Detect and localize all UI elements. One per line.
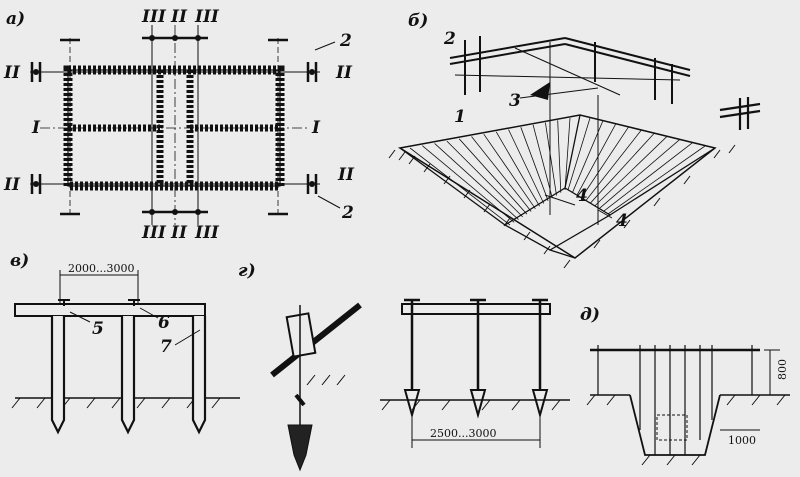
callout-7: 7 xyxy=(160,337,172,357)
ground-hatch-v xyxy=(11,397,221,409)
board-v xyxy=(14,303,206,317)
callout-4b-b: 4 xyxy=(616,211,628,231)
panel-label-v: в) xyxy=(10,251,29,271)
dimension-base-width: 2500...3000 xyxy=(430,427,496,440)
axis-label-II-left-bottom: II xyxy=(3,175,21,195)
axis-label-II-top: II xyxy=(170,7,188,27)
pit-slope-edge-4 xyxy=(549,249,576,259)
ground-hatch xyxy=(388,144,736,269)
board-mid xyxy=(401,303,551,315)
pit-bottom-edge xyxy=(503,187,612,251)
leader-6 xyxy=(139,307,159,319)
nail-points xyxy=(33,35,315,215)
dimension-height: 800 xyxy=(776,359,789,380)
leader-5 xyxy=(69,311,91,323)
nails-v xyxy=(58,299,140,306)
axis-label-II-right-top: II xyxy=(335,63,353,83)
leader-2-top xyxy=(314,41,336,51)
axis-label-III-top2: III xyxy=(194,7,220,27)
loose-board xyxy=(719,97,761,130)
callout-3-b: 3 xyxy=(509,91,521,111)
pit-top-edge xyxy=(397,114,717,259)
dimension-offset: 1000 xyxy=(728,434,756,447)
axis-label-III-bottom2: III xyxy=(194,223,220,243)
panel-label-a: а) xyxy=(6,9,25,29)
panel-a-plan xyxy=(30,25,341,225)
posts-mid xyxy=(404,298,548,398)
panel-label-d: д) xyxy=(580,305,600,325)
dimension-post-spacing: 2000...3000 xyxy=(68,262,134,275)
panel-d-trench xyxy=(586,345,790,466)
callout-4a-b: 4 xyxy=(576,186,588,206)
callout-2-top: 2 xyxy=(339,31,352,51)
panel-label-b: б) xyxy=(408,11,428,31)
slope-hatching xyxy=(409,117,706,226)
panel-label-g: г) xyxy=(238,261,256,281)
leader-7 xyxy=(174,329,201,346)
axis-label-II-right-bottom: II xyxy=(337,165,355,185)
ground-hatch-d xyxy=(586,394,786,466)
axis-label-I-right: I xyxy=(311,118,321,138)
axis-label-I-left: I xyxy=(31,118,41,138)
callout-2-b: 2 xyxy=(443,29,456,49)
panel-plumb-row xyxy=(380,298,570,448)
axis-label-II-bottom: II xyxy=(170,223,188,243)
vertical-lines-d xyxy=(597,345,753,455)
axis-label-II-left-top: II xyxy=(3,63,21,83)
panel-v-posts xyxy=(11,270,240,435)
posts-v xyxy=(50,316,207,435)
pit-slope-edge-2 xyxy=(564,114,581,189)
pit-slope-edge-1 xyxy=(399,147,506,226)
batter-frame xyxy=(449,36,691,104)
pit-slope-edge-3 xyxy=(609,147,716,216)
leader-2-bottom xyxy=(317,195,341,209)
axis-label-III-top: III xyxy=(141,7,167,27)
string-knot xyxy=(294,393,306,407)
axis-label-III-bottom: III xyxy=(141,223,167,243)
callout-5: 5 xyxy=(92,319,104,339)
plumb-bobs-mid xyxy=(403,389,549,419)
plumb-bob-g xyxy=(287,424,313,472)
panel-b-excavation xyxy=(388,36,761,269)
footing-d xyxy=(656,414,688,441)
panel-g-plumb xyxy=(270,302,362,472)
leader-4b xyxy=(597,209,613,219)
callout-6: 6 xyxy=(158,313,170,333)
ground-hatch-g xyxy=(306,374,346,386)
holder xyxy=(285,312,317,358)
trench-profile xyxy=(629,394,721,456)
string-lines-b xyxy=(454,42,681,225)
rod xyxy=(270,302,362,378)
callout-2-bottom: 2 xyxy=(341,203,354,223)
callout-1-b: 1 xyxy=(454,107,466,127)
ground-hatch-mid xyxy=(381,399,561,411)
leader-4a xyxy=(544,194,576,206)
plumb-bob-b xyxy=(530,82,550,100)
